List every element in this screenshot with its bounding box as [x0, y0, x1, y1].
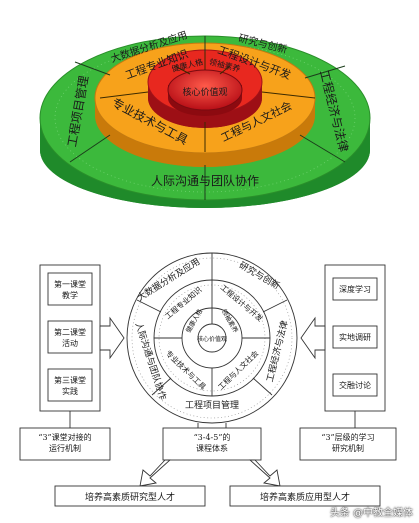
left-item-0: 第一课堂教学	[54, 279, 86, 300]
model-outer-label-4: 工程项目管理	[185, 399, 239, 411]
center-label-box	[162, 427, 262, 461]
right-label: “3”层级的学习研究机制	[321, 432, 374, 453]
output-arrow-left	[139, 459, 172, 487]
left-label-box	[19, 427, 111, 461]
right-item-0: 深度学习	[339, 284, 371, 294]
output-0: 培养高素质研究型人才	[85, 491, 175, 503]
center-label: “3-4-5”的课程体系	[194, 432, 231, 453]
top-disc: 大数据分析及应用 研究与创新 工程项目管理 工程经济与法律 人际沟通与团队协作 …	[39, 28, 371, 208]
left-item-box-0	[47, 272, 93, 306]
right-item-1: 实地调研	[339, 332, 371, 342]
right-item-box-1	[332, 325, 378, 349]
flow-diagram	[19, 252, 397, 507]
left-block-arrow	[99, 316, 125, 360]
model-core-label: 核心价值观	[197, 335, 227, 343]
right-item-2: 交融讨论	[339, 380, 371, 390]
left-item-box-1	[47, 320, 93, 354]
output-arrow-right	[248, 459, 281, 487]
right-block-arrow	[300, 316, 326, 360]
right-item-box-0	[332, 277, 378, 301]
output-1: 培养高素质应用型人才	[260, 491, 350, 503]
left-item-2: 第三课堂实践	[54, 375, 86, 396]
top-core-label: 核心价值观	[182, 86, 227, 98]
left-item-box-2	[47, 368, 93, 402]
right-item-box-2	[332, 373, 378, 397]
left-label: “3”课堂对接的运行机制	[38, 432, 91, 453]
right-label-box	[299, 427, 397, 461]
left-item-1: 第二课堂活动	[54, 327, 86, 348]
output-box-0	[54, 485, 206, 507]
watermark: 头条 @中教全媒体	[329, 508, 413, 519]
output-box-1	[229, 485, 381, 507]
top-outer-label-4: 人际沟通与团队协作	[151, 173, 259, 188]
